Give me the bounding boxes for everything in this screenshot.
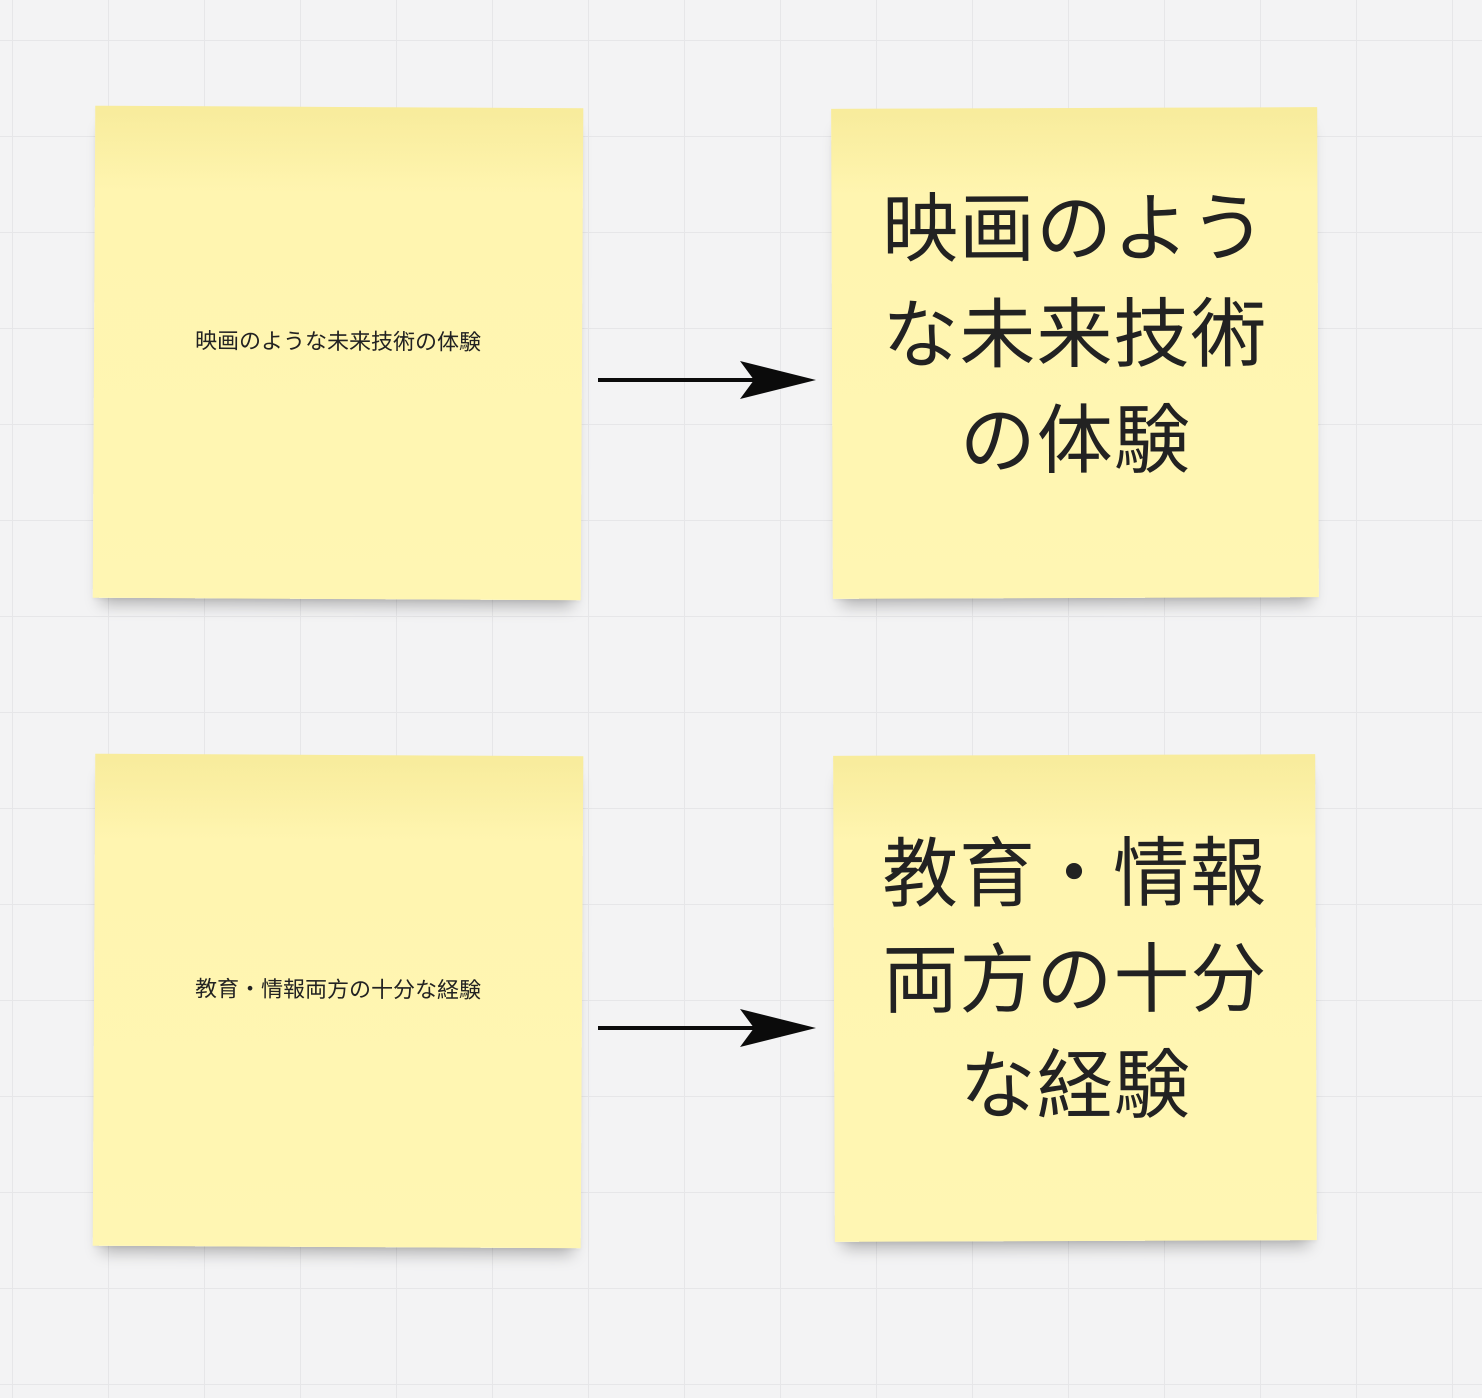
sticky-note-small-2[interactable]: 教育・情報両方の十分な経験 xyxy=(92,753,584,1249)
arrowhead-icon xyxy=(740,361,816,399)
sticky-note-large-1[interactable]: 映画のよう な未来技術 の体験 xyxy=(831,107,1319,599)
arrowhead-icon xyxy=(740,1009,816,1047)
sticky-note-text: 教育・情報 両方の十分 な経験 xyxy=(881,828,1268,1131)
connector-arrow-2[interactable] xyxy=(596,1008,820,1048)
sticky-note-small-1[interactable]: 映画のような未来技術の体験 xyxy=(92,105,584,601)
sticky-note-large-2[interactable]: 教育・情報 両方の十分 な経験 xyxy=(833,754,1317,1242)
sticky-note-text: 映画のよう な未来技術 の体験 xyxy=(881,183,1268,486)
connector-arrow-1[interactable] xyxy=(596,360,820,400)
sticky-note-text: 教育・情報両方の十分な経験 xyxy=(194,976,482,1004)
sticky-note-text: 映画のような未来技術の体験 xyxy=(194,328,482,356)
